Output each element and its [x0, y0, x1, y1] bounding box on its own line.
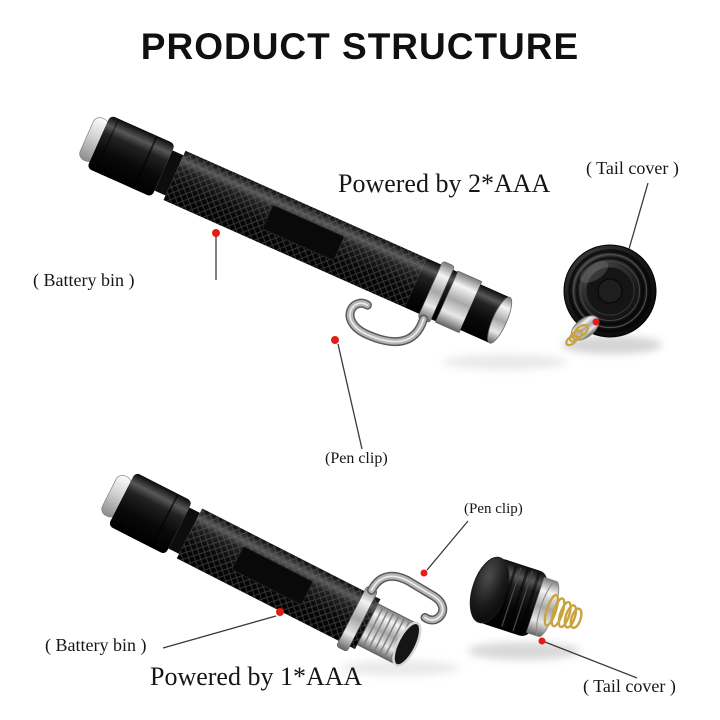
cap-groove-highlight: [501, 567, 522, 627]
callout-dot-pen-clip-top: [331, 336, 339, 344]
cap-groove: [518, 572, 541, 634]
cap-groove-highlight: [572, 253, 648, 329]
flashlight-head: [88, 116, 174, 196]
callout-line-tail-cover-bottom: [544, 641, 638, 679]
tail-cover-label-bottom: ( Tail cover ): [583, 676, 676, 696]
head-groove: [150, 494, 179, 547]
tail-opening: [392, 621, 422, 667]
callout-line-pen-clip-bottom: [426, 520, 469, 571]
neck-groove: [154, 150, 184, 196]
callout-lines: [162, 182, 649, 679]
cap-thread-rim: [570, 315, 600, 341]
callout-dot-tail-cover-bottom: [538, 637, 546, 645]
callout-dots: [212, 229, 600, 645]
pen-clip-bottom-image: [367, 571, 448, 625]
battery-bin-label-top: ( Battery bin ): [33, 270, 135, 290]
cap-highlight: [579, 261, 609, 283]
spring-top: [565, 323, 589, 347]
flashlight-1aaa-image: [101, 473, 448, 667]
callout-line-tail-cover-top: [628, 182, 649, 250]
cap-top-detail: [597, 278, 623, 304]
tail-cover-label-top: ( Tail cover ): [586, 158, 679, 178]
powered-by-1aaa-label: Powered by 1*AAA: [150, 662, 363, 691]
bezel-groove: [94, 119, 119, 172]
flashlight-2aaa-image: [79, 116, 513, 346]
cap-groove-highlight: [579, 260, 641, 322]
battery-bin-label-bottom: ( Battery bin ): [45, 635, 147, 655]
tail-cover-top-image: [563, 244, 657, 347]
flashlight-head: [109, 473, 191, 553]
callout-line-battery-bin-bottom: [162, 615, 277, 649]
pen-clip-label-bottom: (Pen clip): [464, 501, 523, 517]
powered-by-2aaa-label: Powered by 2*AAA: [338, 169, 551, 198]
logo-panel: [262, 205, 344, 261]
cap-groove: [506, 568, 530, 631]
logo-panel: [232, 546, 313, 605]
callout-dot-pen-clip-bottom: [420, 569, 428, 577]
cap-groove: [495, 565, 518, 626]
cap-groove: [575, 256, 645, 326]
callout-line-pen-clip-top: [337, 343, 363, 450]
shadow-bottom-cap: [468, 642, 580, 660]
neck-groove: [168, 507, 200, 554]
spring-bottom: [543, 593, 583, 630]
shadow-top-flashlight: [443, 354, 567, 370]
cap-groove-highlight: [512, 570, 534, 632]
shadow-bottom-flashlight: [340, 660, 460, 676]
page-title: PRODUCT STRUCTURE: [140, 26, 580, 67]
pen-clip-top-image: [345, 298, 429, 346]
tail-cover-bottom-image: [469, 556, 583, 638]
tail-end-face: [487, 296, 513, 344]
callout-dot-battery-bin-bottom: [276, 608, 284, 616]
cap-groove: [568, 249, 652, 333]
pen-clip-label-top: (Pen clip): [325, 450, 388, 467]
shadow-top-cap: [562, 336, 662, 354]
tail-piece: [460, 284, 510, 344]
callout-dot-tail-cover-top: [592, 318, 600, 326]
callout-dot-battery-bin-top: [212, 229, 220, 237]
head-groove: [132, 136, 158, 189]
